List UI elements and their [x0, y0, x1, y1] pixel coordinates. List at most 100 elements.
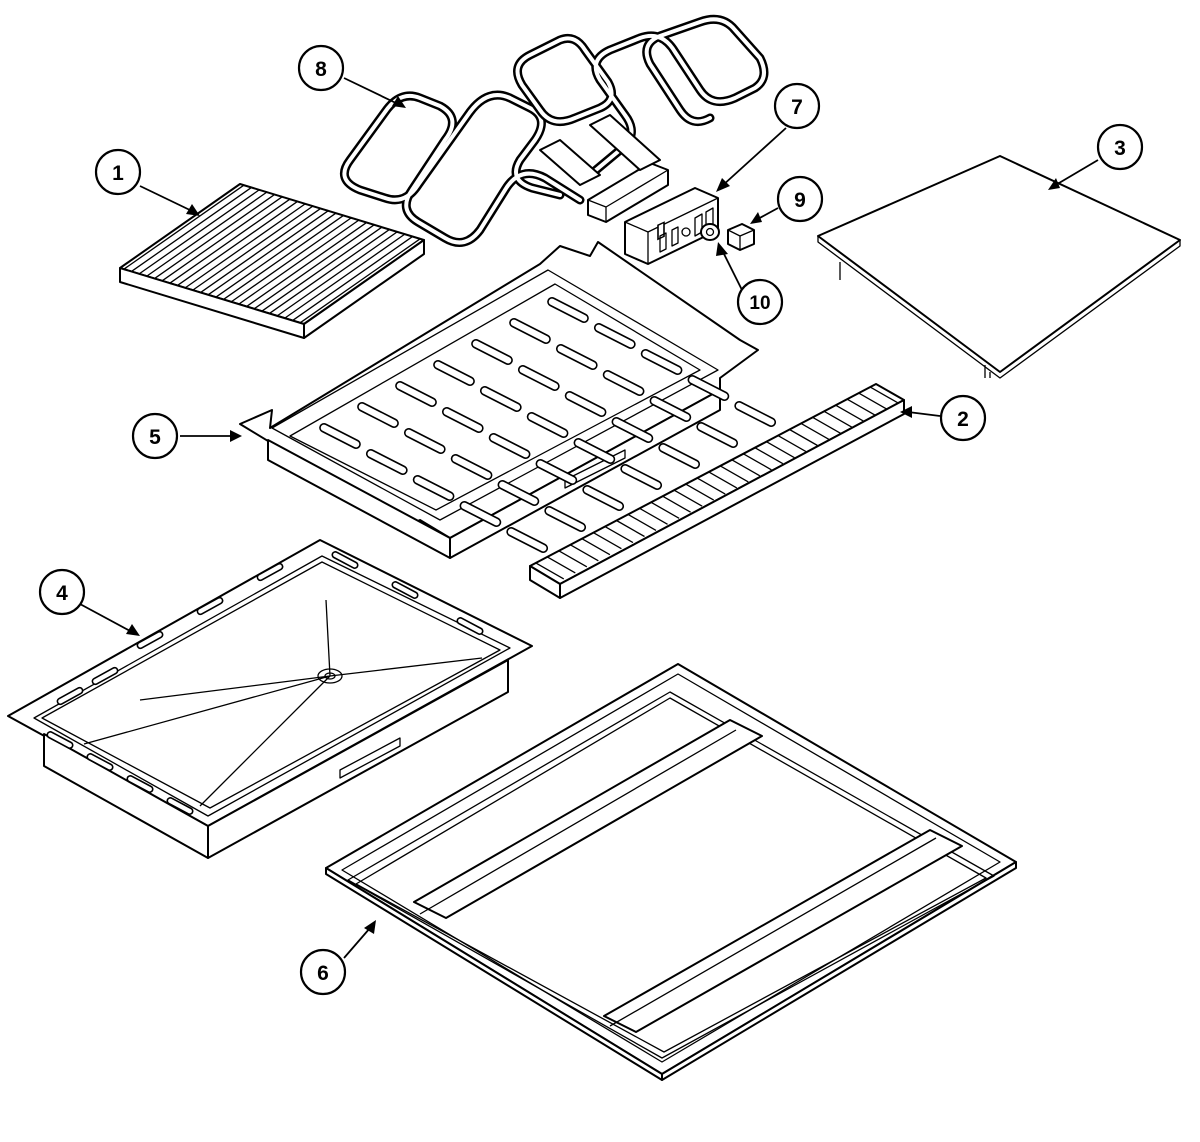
part-2-grill-bar	[529, 383, 905, 599]
pan-slot	[46, 731, 74, 749]
tray-slot	[433, 360, 475, 386]
bar-tooth	[639, 507, 668, 525]
bar-tooth	[696, 477, 726, 495]
bar-tooth	[823, 410, 853, 428]
bar-tooth	[835, 404, 864, 422]
tray-slot	[497, 480, 540, 506]
grate-rib	[291, 236, 421, 324]
bar-tooth	[535, 562, 565, 580]
drip-pan-flange-slots	[46, 551, 484, 815]
part-4-drip-pan	[7, 539, 533, 859]
pan-slot	[126, 775, 154, 793]
tray-slot	[620, 464, 663, 490]
callout-1: 1	[94, 148, 142, 196]
grate-rib	[153, 194, 283, 282]
callout-9-label: 9	[794, 189, 806, 212]
callout-4: 4	[38, 568, 86, 616]
callout-8: 8	[297, 44, 345, 92]
callout-5-label: 5	[149, 426, 161, 449]
bar-tooth	[685, 483, 715, 501]
grate-ribs	[123, 184, 421, 324]
callout-2: 2	[939, 394, 987, 442]
tray-slot	[593, 323, 636, 349]
pan-slot	[456, 617, 484, 635]
tray-slot	[649, 396, 692, 422]
tray-slot	[517, 365, 560, 391]
heating-element-coil-right-inner	[515, 17, 766, 177]
leader-lines	[79, 77, 1099, 959]
tray-slot	[555, 344, 598, 370]
callout-2-label: 2	[957, 408, 969, 431]
tray-slot	[441, 407, 484, 433]
grate-rib	[215, 212, 345, 300]
pan-slot	[391, 581, 419, 599]
tray-slot	[564, 391, 607, 417]
bar-tooth	[812, 416, 841, 434]
tray-slot	[547, 297, 589, 323]
pan-slot	[331, 551, 359, 569]
tray-slot	[602, 370, 645, 396]
bar-tooth	[789, 428, 818, 447]
tray-slot	[357, 402, 399, 428]
bar-tooth	[558, 550, 588, 568]
callout-6-label: 6	[317, 962, 329, 985]
tray-slot	[611, 417, 654, 443]
tray-slot	[403, 428, 446, 454]
bar-tooth	[708, 471, 738, 489]
bar-tooth	[570, 544, 599, 562]
callout-9: 9	[776, 175, 824, 223]
bar-tooth	[858, 392, 888, 410]
pan-slot	[256, 562, 284, 582]
bar-tooth	[616, 519, 645, 538]
grate-rib	[199, 208, 329, 296]
callout-3: 3	[1096, 123, 1144, 171]
tray-slot	[365, 449, 408, 475]
bar-tooth	[546, 556, 576, 574]
bar-tooth	[800, 422, 830, 440]
pan-slot	[166, 797, 194, 815]
bar-tooth	[593, 532, 622, 550]
bar-tooth	[673, 489, 703, 507]
grate-rib	[138, 189, 268, 277]
callout-3-label: 3	[1114, 137, 1126, 160]
tray-slot	[509, 318, 551, 344]
tray-slot	[582, 485, 625, 511]
grill-bar-teeth	[535, 386, 899, 580]
tray-slot	[412, 475, 455, 501]
bar-tooth	[662, 495, 691, 513]
grate-rib	[230, 217, 360, 305]
tray-slot	[479, 386, 522, 412]
pan-slot	[91, 666, 119, 686]
grate-rib	[245, 222, 375, 310]
callout-8-label: 8	[315, 58, 327, 81]
callout-10-label: 10	[749, 293, 770, 314]
bar-tooth	[581, 538, 611, 556]
tray-slot	[640, 349, 683, 375]
bar-tooth	[627, 513, 657, 531]
callout-1-label: 1	[112, 162, 124, 185]
pan-slot	[136, 630, 164, 650]
bar-tooth	[869, 386, 899, 404]
part-5-grill-tray	[239, 241, 777, 559]
bar-tooth	[650, 501, 680, 519]
tray-slot	[696, 422, 739, 448]
tray-slots	[319, 297, 777, 553]
tray-slot	[395, 381, 437, 407]
tray-slot	[658, 443, 701, 469]
callout-7: 7	[773, 82, 821, 130]
pan-slot	[56, 686, 84, 706]
pan-slot	[196, 596, 224, 616]
part-10-nut	[700, 223, 720, 241]
bar-tooth	[766, 441, 795, 459]
tray-slot	[506, 527, 549, 553]
bar-tooth	[846, 398, 876, 416]
part-3-cover-plate	[817, 155, 1181, 379]
tray-slot	[471, 339, 513, 365]
bar-tooth	[777, 435, 807, 453]
bar-tooth	[731, 459, 761, 477]
pan-slot	[86, 753, 114, 771]
callout-6: 6	[299, 948, 347, 996]
grate-rib	[169, 198, 299, 286]
tray-slot	[450, 454, 493, 480]
